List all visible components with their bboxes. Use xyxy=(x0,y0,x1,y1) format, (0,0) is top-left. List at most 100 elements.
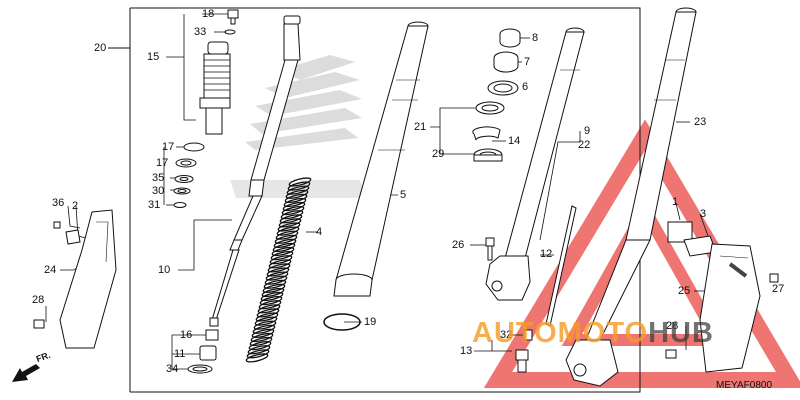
callout-19: 19 xyxy=(364,316,377,328)
spring-coil xyxy=(287,181,311,191)
spring-coil xyxy=(268,259,292,269)
callout-28-right: 28 xyxy=(666,320,679,332)
callout-11: 11 xyxy=(174,348,186,360)
spring-coil xyxy=(259,296,283,306)
callout-17a: 17 xyxy=(162,141,175,153)
spring-coil xyxy=(248,341,272,351)
spring-coil xyxy=(249,336,273,347)
callout-13: 13 xyxy=(460,345,473,357)
callout-35: 35 xyxy=(152,172,165,184)
part-9-inner-tube xyxy=(485,27,585,301)
callout-36: 36 xyxy=(52,197,65,209)
washers-group xyxy=(173,142,205,208)
spring-coil xyxy=(283,197,307,208)
spring-coil xyxy=(256,308,280,318)
spring-coil xyxy=(260,291,284,302)
spring-coil xyxy=(278,218,302,228)
honda-wing-logo xyxy=(230,55,366,198)
part-5-outer-tube xyxy=(333,21,429,297)
callout-8: 8 xyxy=(532,32,539,44)
callout-26: 26 xyxy=(452,239,465,251)
spring-coil xyxy=(252,324,276,334)
diagram-code: MEYAF0800 xyxy=(716,380,772,391)
callout-21: 21 xyxy=(414,121,427,133)
spring-coil xyxy=(251,328,275,338)
spring-coil xyxy=(250,332,274,343)
part-33-oring xyxy=(224,29,236,35)
callout-32: 32 xyxy=(500,329,513,341)
watermark-moto: MOTO xyxy=(557,317,649,349)
callout-31: 31 xyxy=(148,199,161,211)
part-24-guard xyxy=(59,209,117,349)
callout-22: 22 xyxy=(578,139,591,151)
callout-10: 10 xyxy=(158,264,171,276)
spring-coil xyxy=(288,177,312,187)
spring-coil xyxy=(282,201,306,212)
spring-coil xyxy=(258,300,282,310)
watermark-hub: HUB xyxy=(648,317,714,349)
spring-coil xyxy=(281,206,305,216)
parts-21-14-29 xyxy=(472,101,505,162)
callout-3: 3 xyxy=(700,208,707,220)
spring-coil xyxy=(261,287,285,298)
part-23-fork-assembly xyxy=(565,7,697,387)
spring-coil xyxy=(247,345,271,355)
part-25-guard xyxy=(699,243,761,373)
part-10-damper-rod xyxy=(209,15,301,327)
callout-25: 25 xyxy=(678,285,691,297)
callout-6: 6 xyxy=(522,81,529,93)
callout-24: 24 xyxy=(44,264,57,276)
bracket-20 xyxy=(108,7,641,393)
callout-34: 34 xyxy=(166,363,179,375)
spring-coil xyxy=(267,263,291,273)
callout-23: 23 xyxy=(694,116,707,128)
spring-coil xyxy=(271,246,295,257)
part-26-bolt xyxy=(485,237,495,261)
parts-8-7-6-seals xyxy=(487,28,521,96)
watermark-text: AUTOMOTOHUB xyxy=(472,318,714,348)
parts-16-11-34 xyxy=(187,329,219,374)
callout-27: 27 xyxy=(772,283,785,295)
callout-12: 12 xyxy=(540,248,553,260)
callout-28-left: 28 xyxy=(32,294,45,306)
spring-coil xyxy=(275,230,299,240)
callout-2: 2 xyxy=(72,200,79,212)
watermark-auto: AUTO xyxy=(472,317,558,349)
callout-4: 4 xyxy=(316,226,323,238)
callout-15: 15 xyxy=(147,51,160,63)
callout-30: 30 xyxy=(152,185,165,197)
spring-coil xyxy=(263,279,287,289)
spring-coil xyxy=(265,271,289,281)
callout-17b: 17 xyxy=(156,157,169,169)
part-18-bolt xyxy=(227,9,239,25)
part-15-cap-assembly xyxy=(199,41,231,135)
part-12-rod xyxy=(545,205,577,327)
spring-coil xyxy=(269,255,293,265)
spring-coil xyxy=(284,193,308,203)
parts-1-3-bracket xyxy=(667,221,717,257)
spring-coil xyxy=(276,226,300,236)
parts-36-2-clip xyxy=(53,221,81,245)
part-4-spring xyxy=(245,177,312,363)
spring-coil xyxy=(270,251,294,261)
callout-29: 29 xyxy=(432,148,445,160)
spring-coil xyxy=(273,238,297,248)
part-28-bolt-left xyxy=(33,319,45,329)
spring-coil xyxy=(286,185,310,195)
parts-32-13 xyxy=(515,329,533,373)
spring-coil xyxy=(254,316,278,326)
spring-coil xyxy=(257,304,281,314)
spring-coil xyxy=(272,242,296,253)
spring-coil xyxy=(255,312,279,322)
spring-coil xyxy=(285,189,309,199)
callout-1: 1 xyxy=(672,196,679,208)
front-direction-arrow xyxy=(12,364,40,382)
callout-9: 9 xyxy=(584,125,591,137)
callout-14: 14 xyxy=(508,135,521,147)
spring-coil xyxy=(246,349,270,359)
callout-16: 16 xyxy=(180,329,193,341)
callout-33: 33 xyxy=(194,26,207,38)
callout-5: 5 xyxy=(400,189,407,201)
spring-coil xyxy=(245,353,269,363)
